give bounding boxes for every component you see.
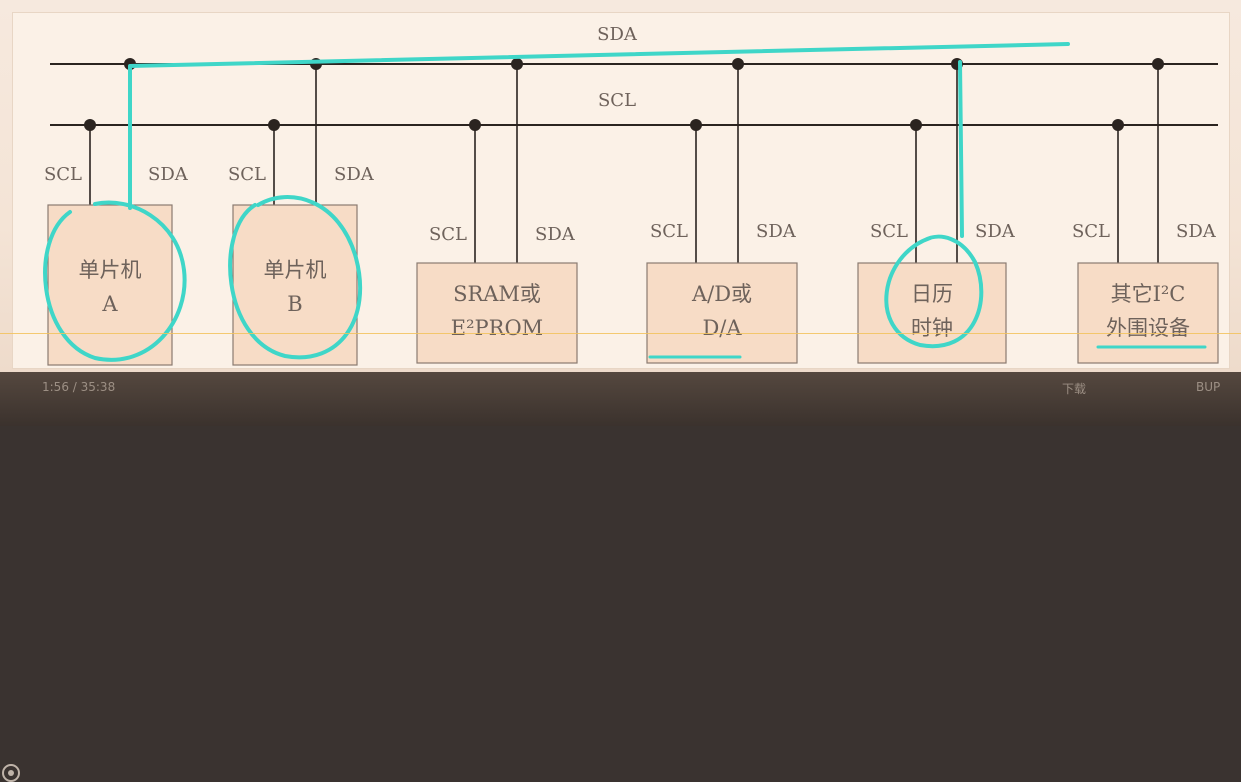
progress-guide-line: [0, 333, 1241, 334]
scl-label-calendar: SCL: [870, 221, 908, 242]
device-text-other-1: 外围设备: [1106, 316, 1190, 340]
scl-label-adda: SCL: [650, 221, 688, 242]
device-text-sram-0: SRAM或: [453, 282, 541, 306]
device-text-sram-1: E²PROM: [451, 316, 543, 340]
sda-junction-other: [1152, 58, 1164, 70]
i2c-bus-diagram: SDA SCL SCL SDA 单片机 A SCL SDA 单片机 B SCL SDA SRAM或 E…: [43, 24, 1219, 366]
player-time: 1:56 / 35:38: [42, 380, 116, 394]
scl-label-sram: SCL: [429, 224, 467, 245]
sda-label-adda: SDA: [756, 221, 797, 242]
device-text-adda-1: D/A: [702, 316, 742, 340]
scl-junction-calendar: [910, 119, 922, 131]
scl-label-mcu-a: SCL: [44, 164, 82, 185]
device-text-adda-0: A/D或: [691, 282, 752, 306]
device-text-mcu-b-0: 单片机: [264, 258, 327, 282]
device-sram: SCL SDA SRAM或 E²PROM: [416, 58, 578, 364]
device-text-calendar-1: 时钟: [911, 316, 953, 340]
slide-panel: [12, 12, 1230, 369]
sda-label-other: SDA: [1176, 221, 1217, 242]
handwritten-annotations: [43, 42, 1207, 362]
sda-bus-label: SDA: [597, 24, 638, 45]
device-text-calendar-0: 日历: [911, 282, 953, 306]
player-icon[interactable]: [2, 764, 20, 782]
device-box-sram: [416, 262, 578, 364]
sda-junction-sram: [511, 58, 523, 70]
scl-junction-mcu-b: [268, 119, 280, 131]
scl-bus-label: SCL: [598, 90, 636, 111]
marker-circle-mcu-b: [228, 195, 362, 360]
device-mcu-a: SCL SDA 单片机 A: [44, 58, 189, 366]
device-text-mcu-b-1: B: [287, 292, 302, 316]
scl-junction-adda: [690, 119, 702, 131]
player-download-label[interactable]: 下载: [1062, 382, 1087, 396]
scl-junction-other: [1112, 119, 1124, 131]
sda-label-sram: SDA: [535, 224, 576, 245]
device-text-mcu-a-1: A: [101, 292, 118, 316]
marker-circle-mcu-a: [43, 200, 187, 362]
device-other: SCL SDA 其它I²C 外围设备: [1072, 58, 1219, 364]
marker-circle-calendar: [884, 234, 984, 349]
scl-label-mcu-b: SCL: [228, 164, 266, 185]
marker-bus-trace: [128, 42, 1070, 238]
sda-junction-adda: [732, 58, 744, 70]
device-text-other-0: 其它I²C: [1111, 282, 1186, 306]
device-text-mcu-a-0: 单片机: [79, 258, 142, 282]
scl-label-other: SCL: [1072, 221, 1110, 242]
scl-junction-sram: [469, 119, 481, 131]
scl-junction-mcu-a: [84, 119, 96, 131]
device-adda: SCL SDA A/D或 D/A: [646, 58, 798, 364]
player-bup-label[interactable]: BUP: [1196, 380, 1221, 394]
video-player-bar: 1:56 / 35:38 下载 BUP: [0, 372, 1241, 782]
sda-label-mcu-b: SDA: [334, 164, 375, 185]
device-box-adda: [646, 262, 798, 364]
sda-label-calendar: SDA: [975, 221, 1016, 242]
sda-label-mcu-a: SDA: [148, 164, 189, 185]
